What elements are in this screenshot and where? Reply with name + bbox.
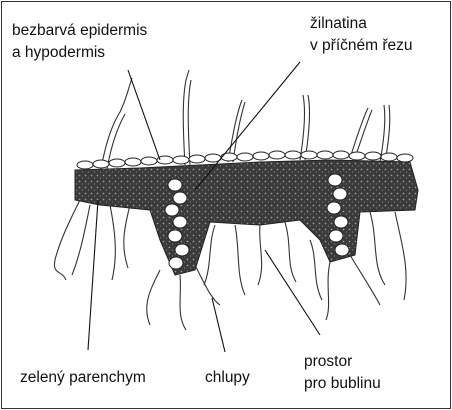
label-epidermis-1: bezbarvá epidermis (12, 22, 148, 39)
parenchyma-band (75, 160, 418, 275)
label-vein-2: v příčném řezu (310, 37, 413, 54)
label-space-1: prostor (304, 353, 352, 370)
label-epidermis-2: a hypodermis (12, 44, 105, 61)
label-hairs: chlupy (205, 369, 250, 386)
label-vein-1: žilnatina (310, 15, 367, 32)
label-parenchyma: zelený parenchym (20, 369, 146, 386)
label-space-2: pro bublinu (304, 375, 381, 392)
